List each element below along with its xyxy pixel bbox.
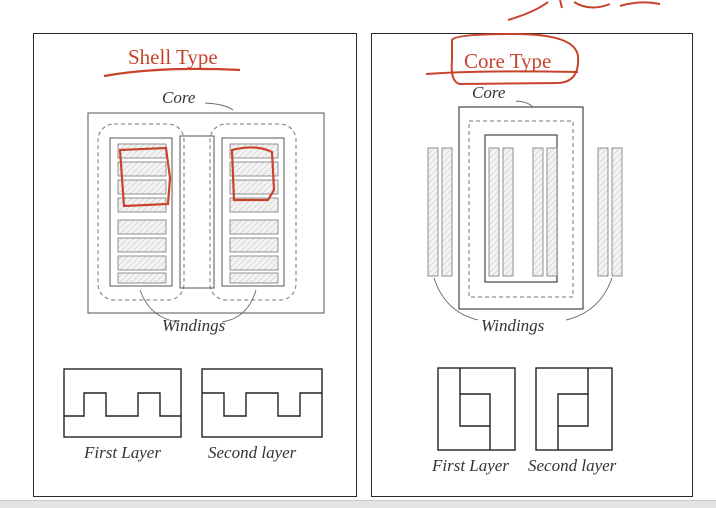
shell-right-winding — [229, 143, 279, 284]
core-type-first-layer-diagram — [437, 367, 516, 451]
shell-core-label: Core — [162, 88, 196, 107]
core-type-second-layer-label: Second layer — [528, 456, 617, 475]
core-type-outer-windings — [427, 147, 623, 277]
shell-first-layer-label: First Layer — [84, 443, 161, 462]
shell-type-panel — [33, 33, 357, 497]
shell-left-winding — [117, 143, 167, 284]
core-type-panel — [371, 33, 693, 497]
core-type-title: Core Type — [464, 49, 552, 73]
shell-core-drawing — [87, 112, 325, 314]
shell-type-title: Shell Type — [128, 45, 218, 69]
core-type-annotations — [425, 0, 661, 86]
core-type-inner-windings — [488, 147, 558, 277]
core-type-first-layer-label: First Layer — [432, 456, 509, 475]
core-type-leader-lines — [433, 100, 613, 321]
shell-second-layer-label: Second layer — [208, 443, 297, 462]
shell-annotations — [103, 67, 276, 208]
shell-second-layer-diagram — [201, 368, 323, 438]
core-type-second-layer-diagram — [535, 367, 613, 451]
core-type-core-label: Core — [472, 83, 506, 102]
bottom-bar — [0, 500, 716, 508]
core-type-windings-label: Windings — [481, 316, 545, 335]
shell-first-layer-diagram — [63, 368, 182, 438]
core-type-core-drawing — [458, 106, 584, 310]
shell-windings-label: Windings — [162, 316, 226, 335]
shell-leader-lines — [139, 102, 257, 323]
